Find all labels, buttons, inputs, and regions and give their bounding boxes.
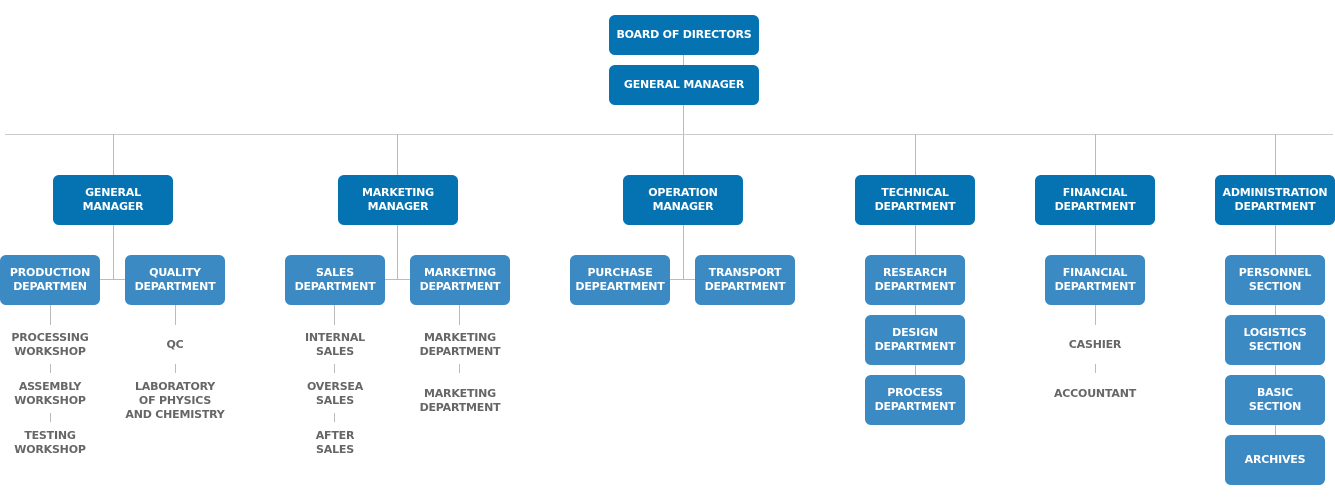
purchase-department-node[interactable]: PURCHASE DEPEARTMENT	[570, 255, 670, 305]
marketing-item-label: MARKETING DEPARTMENT	[419, 331, 501, 358]
marketing-manager-node[interactable]: MARKETING MANAGER	[338, 175, 458, 225]
connector	[1095, 305, 1096, 325]
process-department-node[interactable]: PROCESS DEPARTMENT	[865, 375, 965, 425]
financial-dept-node[interactable]: FINANCIAL DEPARTMENT	[1045, 255, 1145, 305]
connector	[1095, 364, 1096, 373]
connector	[683, 54, 684, 65]
marketing-item-label: MARKETING DEPARTMENT	[419, 387, 501, 414]
connector	[334, 364, 335, 373]
administration-department-node[interactable]: ADMINISTRATION DEPARTMENT	[1215, 175, 1335, 225]
connector	[683, 224, 684, 279]
after-sales-label: AFTER SALES	[315, 429, 355, 456]
connector	[175, 364, 176, 373]
operation-manager-node[interactable]: OPERATION MANAGER	[623, 175, 743, 225]
connector	[385, 279, 410, 280]
connector	[50, 364, 51, 373]
connector	[459, 364, 460, 373]
production-department-node[interactable]: PRODUCTION DEPARTMEN	[0, 255, 100, 305]
connector	[113, 134, 114, 175]
financial-department-node[interactable]: FINANCIAL DEPARTMENT	[1035, 175, 1155, 225]
assembly-workshop-label: ASSEMBLY WORKSHOP	[14, 380, 86, 407]
connector	[915, 134, 916, 175]
connector	[175, 305, 176, 325]
cashier-label: CASHIER	[1068, 338, 1122, 351]
connector	[50, 305, 51, 325]
archives-node[interactable]: ARCHIVES	[1225, 435, 1325, 485]
logistics-section-node[interactable]: LOGISTICS SECTION	[1225, 315, 1325, 365]
internal-sales-label: INTERNAL SALES	[305, 331, 365, 358]
divider-line	[5, 134, 1333, 135]
research-department-node[interactable]: RESEARCH DEPARTMENT	[865, 255, 965, 305]
connector	[1275, 134, 1276, 175]
connector	[1095, 134, 1096, 175]
design-department-node[interactable]: DESIGN DEPARTMENT	[865, 315, 965, 365]
quality-department-node[interactable]: QUALITY DEPARTMENT	[125, 255, 225, 305]
marketing-department-node[interactable]: MARKETING DEPARTMENT	[410, 255, 510, 305]
connector	[397, 134, 398, 175]
accountant-label: ACCOUNTANT	[1053, 387, 1137, 400]
connector	[1095, 224, 1096, 255]
transport-department-node[interactable]: TRANSPORT DEPARTMENT	[695, 255, 795, 305]
connector	[334, 305, 335, 325]
qc-label: QC	[166, 338, 184, 351]
processing-workshop-label: PROCESSING WORKSHOP	[11, 331, 89, 358]
connector	[334, 413, 335, 422]
sales-department-node[interactable]: SALES DEPARTMENT	[285, 255, 385, 305]
general-manager-box[interactable]: GENERAL MANAGER	[609, 65, 759, 105]
laboratory-label: LABORATORY OF PHYSICS AND CHEMISTRY	[125, 380, 225, 421]
connector	[100, 279, 125, 280]
connector	[459, 305, 460, 325]
connector	[113, 224, 114, 279]
technical-department-node[interactable]: TECHNICAL DEPARTMENT	[855, 175, 975, 225]
oversea-sales-label: OVERSEA SALES	[306, 380, 364, 407]
testing-workshop-label: TESTING WORKSHOP	[14, 429, 86, 456]
connector	[50, 413, 51, 422]
board-of-directors-box[interactable]: BOARD OF DIRECTORS	[609, 15, 759, 55]
basic-section-node[interactable]: BASIC SECTION	[1225, 375, 1325, 425]
connector	[683, 104, 684, 175]
connector	[397, 224, 398, 279]
general-manager-node[interactable]: GENERAL MANAGER	[53, 175, 173, 225]
personnel-section-node[interactable]: PERSONNEL SECTION	[1225, 255, 1325, 305]
connector	[670, 279, 695, 280]
